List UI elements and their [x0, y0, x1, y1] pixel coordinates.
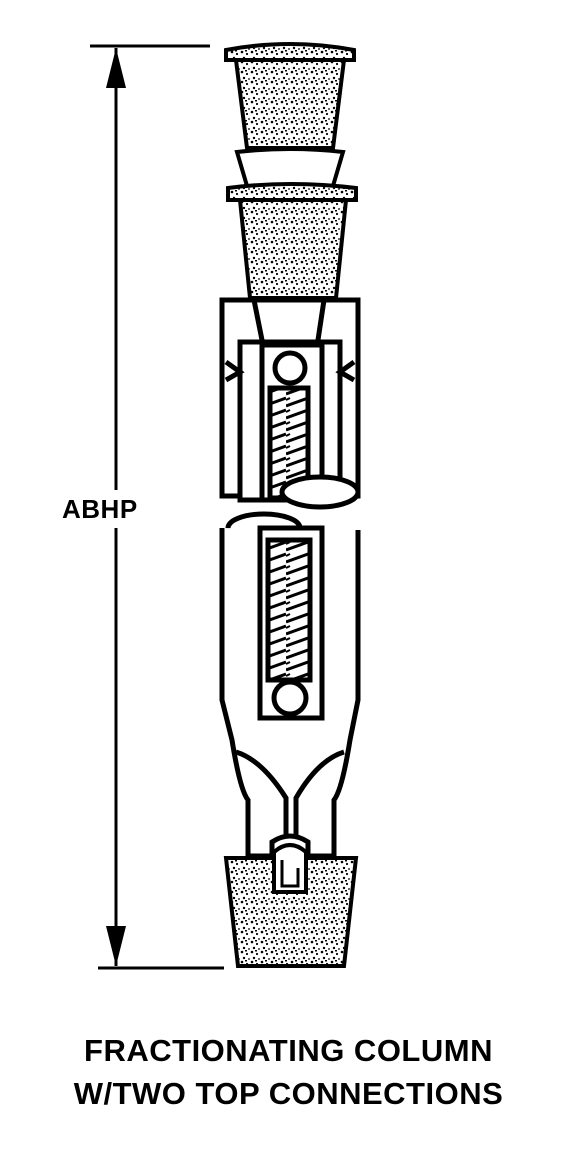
arrowhead-top	[106, 48, 126, 88]
dimension-line	[90, 44, 224, 970]
arrowhead-bottom	[106, 926, 126, 966]
caption-line-1: FRACTIONATING COLUMN	[84, 1033, 493, 1068]
bottom-joint	[223, 843, 359, 968]
caption-line-2: W/TWO TOP CONNECTIONS	[73, 1076, 504, 1111]
top-stopper	[224, 42, 356, 188]
dimension-label: ABHP	[62, 494, 162, 524]
lower-column-section	[219, 511, 361, 891]
upper-column-section	[219, 297, 361, 510]
upper-joint	[226, 182, 358, 300]
